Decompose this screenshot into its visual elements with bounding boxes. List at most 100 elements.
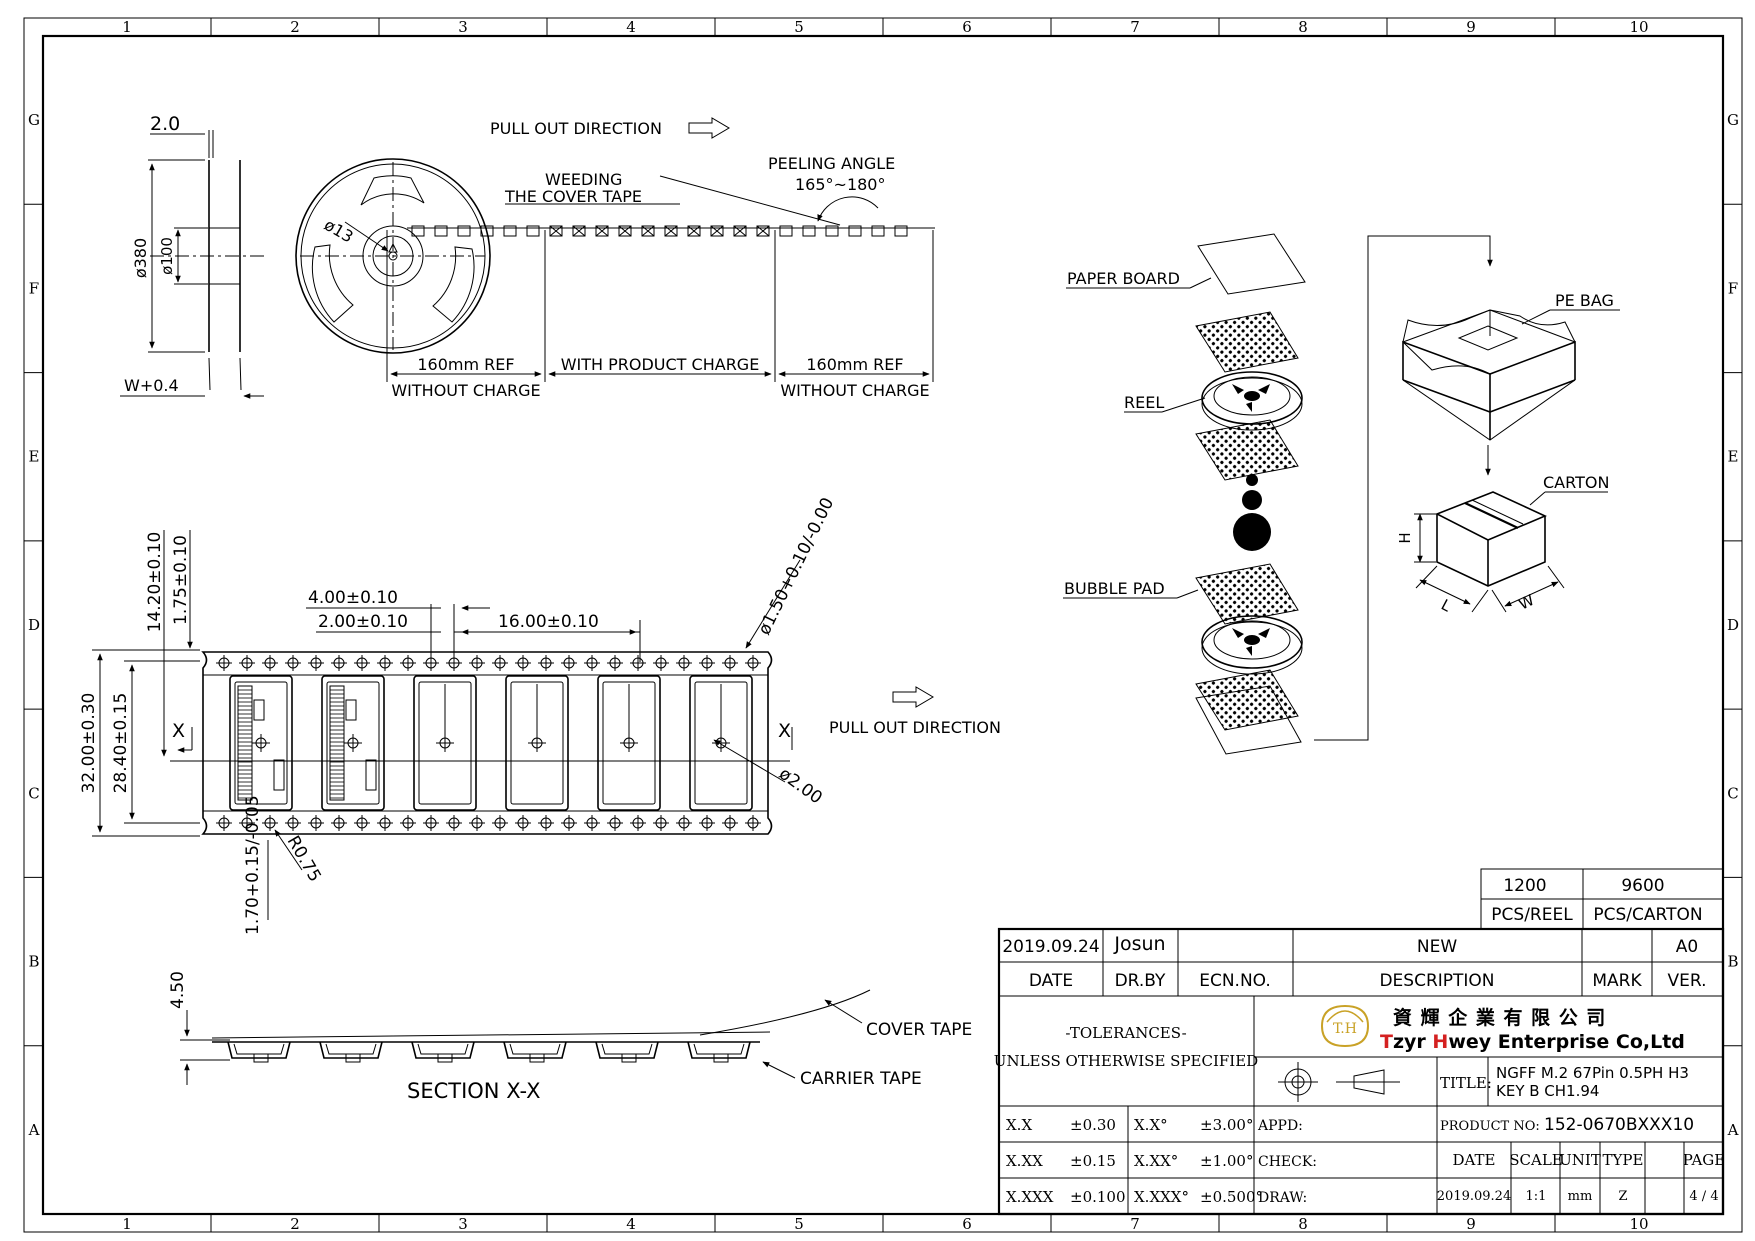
val-date: 2019.09.24 bbox=[1437, 1189, 1511, 1204]
seg-right-ref: 160mm REF bbox=[806, 355, 903, 374]
section-pocket bbox=[227, 1041, 291, 1059]
title-label: TITLE: bbox=[1440, 1074, 1492, 1092]
col-marker-bottom: 4 bbox=[626, 1215, 636, 1233]
tol-value-angular: ±0.500° bbox=[1200, 1188, 1263, 1206]
cover-tape-label: COVER TAPE bbox=[866, 1020, 972, 1040]
tol-key-linear: X.XXX bbox=[1006, 1188, 1054, 1206]
dim-hole-diameter: ø1.50+0.10/-0.00 bbox=[755, 495, 839, 639]
logo-mark: T.H bbox=[1333, 1021, 1357, 1037]
tol-value-linear: ±0.15 bbox=[1070, 1152, 1116, 1170]
col-marker-top: 10 bbox=[1629, 18, 1648, 36]
company-logo: T.H bbox=[1320, 1004, 1370, 1048]
hdr-version: VER. bbox=[1668, 971, 1707, 991]
reel-view: 2.0 ø380 ø100 W+0.4 ø13 bbox=[120, 113, 935, 400]
dim-pocket-width: 28.40±0.15 bbox=[111, 693, 131, 794]
row-marker-left: F bbox=[29, 279, 39, 297]
tape-pocket bbox=[413, 675, 477, 811]
col-marker-bottom: 1 bbox=[122, 1215, 132, 1233]
tol-value-angular: ±3.00° bbox=[1200, 1116, 1253, 1134]
tolerances-title: -TOLERANCES- bbox=[1065, 1024, 1186, 1042]
product-no-label: PRODUCT NO: bbox=[1440, 1119, 1540, 1134]
tol-value-angular: ±1.00° bbox=[1200, 1152, 1253, 1170]
col-marker-bottom: 3 bbox=[458, 1215, 468, 1233]
row-marker-right: B bbox=[1727, 953, 1738, 971]
section-title: SECTION X-X bbox=[407, 1079, 540, 1103]
col-marker-top: 7 bbox=[1130, 18, 1140, 36]
row-marker-right: C bbox=[1727, 784, 1738, 802]
dim-section-height: 4.50 bbox=[168, 971, 188, 1009]
col-marker-bottom: 10 bbox=[1629, 1215, 1648, 1233]
row-marker-right: F bbox=[1728, 279, 1738, 297]
tol-key-angular: X.XX° bbox=[1134, 1152, 1178, 1170]
peeling-label-2: 165°~180° bbox=[795, 175, 885, 194]
reel-label: REEL bbox=[1124, 393, 1164, 412]
carton-height-label: H bbox=[1396, 532, 1414, 543]
title-line-1: NGFF M.2 67Pin 0.5PH H3 bbox=[1496, 1064, 1689, 1082]
tol-key-angular: X.X° bbox=[1134, 1116, 1168, 1134]
section-pocket bbox=[411, 1041, 475, 1059]
pull-out-arrow-icon bbox=[688, 117, 730, 139]
pull-out-arrow-icon bbox=[892, 686, 934, 708]
projection-cone-icon bbox=[1353, 1069, 1385, 1095]
rev-drawn-by: Josun bbox=[1113, 933, 1165, 955]
seg-right-charge: WITHOUT CHARGE bbox=[780, 381, 929, 400]
tape-pocket bbox=[597, 675, 661, 811]
company-name-en: Tzyr Hwey Enterprise Co,Ltd bbox=[1380, 1031, 1685, 1053]
col-marker-top: 6 bbox=[962, 18, 972, 36]
tol-key-linear: X.XX bbox=[1006, 1152, 1043, 1170]
row-marker-right: E bbox=[1728, 448, 1739, 466]
row-marker-left: B bbox=[28, 953, 39, 971]
tape-pocket bbox=[229, 675, 293, 811]
seg-left-ref: 160mm REF bbox=[417, 355, 514, 374]
rev-date: 2019.09.24 bbox=[1002, 937, 1099, 957]
tape-pocket bbox=[505, 675, 569, 811]
col-marker-top: 4 bbox=[626, 18, 636, 36]
seg-left-charge: WITHOUT CHARGE bbox=[391, 381, 540, 400]
dim-center-hole: ø2.00 bbox=[775, 764, 826, 809]
rev-description: NEW bbox=[1417, 937, 1457, 957]
dim-width: W+0.4 bbox=[124, 376, 179, 395]
section-pocket bbox=[595, 1041, 659, 1059]
dim-hole-to-pocket: 2.00±0.10 bbox=[318, 612, 408, 632]
row-marker-right: G bbox=[1727, 111, 1739, 129]
carrier-tape-label: CARRIER TAPE bbox=[800, 1069, 922, 1089]
row-marker-left: D bbox=[28, 616, 40, 634]
tape-pocket bbox=[321, 675, 385, 811]
tol-key-angular: X.XXX° bbox=[1134, 1188, 1189, 1206]
col-marker-bottom: 6 bbox=[962, 1215, 972, 1233]
val-page: 4 / 4 bbox=[1689, 1189, 1718, 1204]
hdr-mark: MARK bbox=[1592, 971, 1642, 991]
weeding-label-2: THE COVER TAPE bbox=[504, 187, 642, 206]
tolerances-subtitle: UNLESS OTHERWISE SPECIFIED bbox=[994, 1052, 1258, 1070]
dim-hole-edge: 1.75±0.10 bbox=[171, 535, 191, 625]
dim-reel-diameter: ø380 bbox=[131, 238, 150, 278]
section-pocket bbox=[319, 1041, 383, 1059]
hdr-date: DATE bbox=[1029, 971, 1073, 991]
pcs-carton-value: 9600 bbox=[1621, 876, 1664, 896]
dim-hole-to-center: 14.20±0.10 bbox=[145, 532, 165, 633]
row-marker-right: D bbox=[1727, 616, 1739, 634]
col-marker-bottom: 2 bbox=[290, 1215, 300, 1233]
check-label: CHECK: bbox=[1258, 1154, 1317, 1170]
draw-label: DRAW: bbox=[1258, 1190, 1307, 1206]
dim-spindle: ø13 bbox=[321, 215, 357, 247]
dim-tape-width: 32.00±0.30 bbox=[79, 693, 99, 794]
row-marker-left: C bbox=[28, 784, 39, 802]
tol-value-linear: ±0.30 bbox=[1070, 1116, 1116, 1134]
col-date: DATE bbox=[1453, 1151, 1496, 1169]
paper-board-label: PAPER BOARD bbox=[1067, 269, 1180, 288]
dim-hub-diameter: ø100 bbox=[158, 237, 176, 275]
carton-width-label: W bbox=[1516, 591, 1537, 614]
dim-sprocket-pitch: 4.00±0.10 bbox=[308, 588, 398, 608]
col-marker-top: 9 bbox=[1466, 18, 1476, 36]
col-marker-top: 2 bbox=[290, 18, 300, 36]
pull-out-label-tape: PULL OUT DIRECTION bbox=[829, 718, 1001, 737]
section-view: 4.50 COVER TAPE CARRIER TAPE SECTION X-X bbox=[168, 971, 972, 1103]
row-marker-left: E bbox=[29, 448, 40, 466]
row-marker-left: A bbox=[28, 1121, 40, 1139]
col-marker-bottom: 5 bbox=[794, 1215, 804, 1233]
hdr-drawn-by: DR.BY bbox=[1115, 971, 1166, 991]
col-type: TYPE bbox=[1603, 1151, 1644, 1169]
section-mark-right: X bbox=[778, 720, 791, 742]
